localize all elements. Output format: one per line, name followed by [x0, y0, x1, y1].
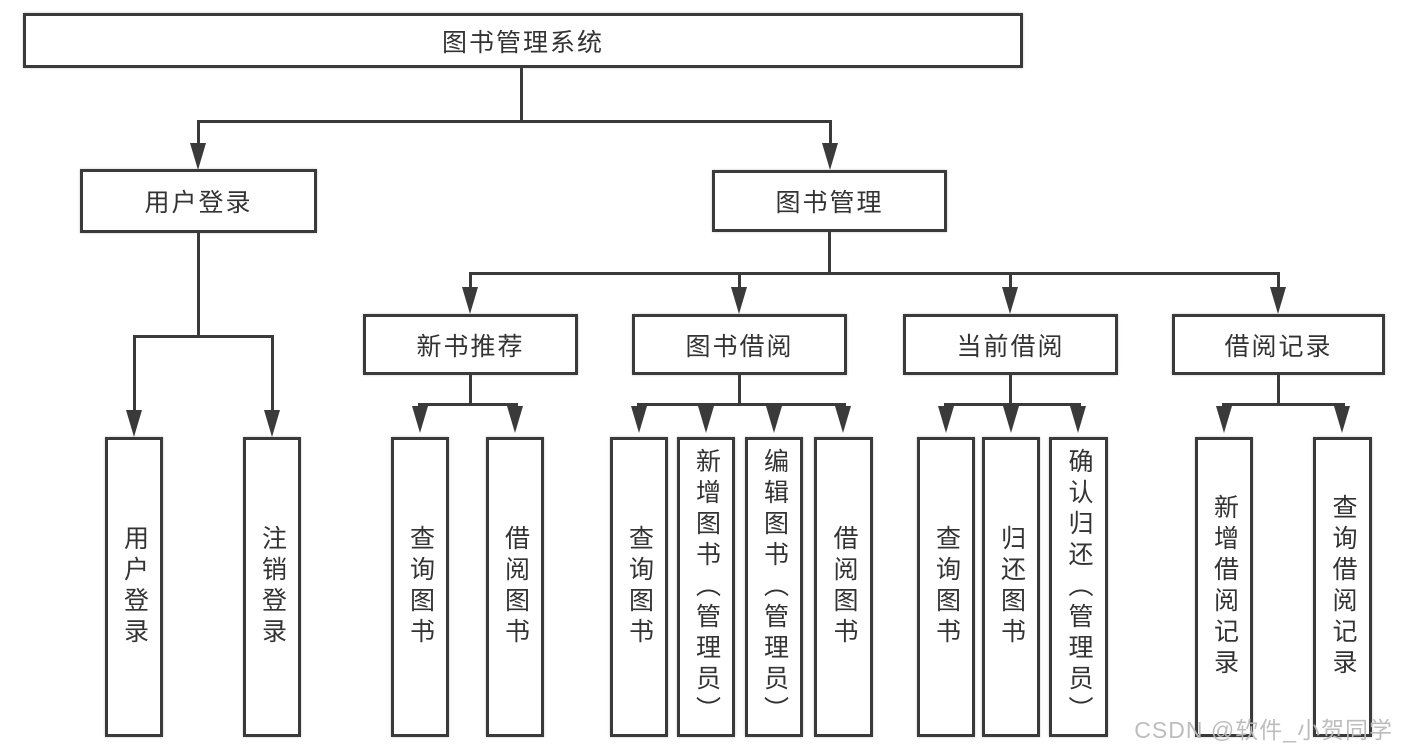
arrowhead-icon [698, 406, 714, 433]
leaf-add-borrow-record: 新增借阅记录 [1195, 437, 1253, 737]
node-label: 新书推荐 [416, 332, 525, 361]
connector-line [469, 272, 472, 290]
arrowhead-icon [766, 406, 782, 433]
node-label: 用户登录 [144, 189, 253, 217]
connector-line [828, 232, 831, 275]
node-label: 图书管理 [775, 189, 884, 217]
connector-line [133, 335, 274, 338]
node-library-management-system: 图书管理系统 [23, 13, 1023, 68]
leaf-label: 用户登录 [120, 525, 149, 649]
leaf-return-books: 归还图书 [982, 437, 1040, 737]
leaf-label: 归还图书 [997, 525, 1026, 649]
arrowhead-icon [507, 406, 523, 433]
node-book-management: 图书管理 [712, 170, 947, 232]
node-book-borrowing: 图书借阅 [632, 314, 847, 375]
connector-line [637, 403, 846, 406]
arrowhead-icon [126, 410, 142, 437]
arrowhead-icon [631, 406, 647, 433]
leaf-label: 借阅图书 [501, 525, 530, 649]
leaf-label: 借阅图书 [830, 525, 858, 649]
arrowhead-icon [1216, 406, 1232, 433]
arrowhead-icon [190, 143, 206, 170]
leaf-label: 查询图书 [406, 525, 435, 649]
connector-line [1277, 375, 1280, 406]
leaf-query-borrow-record: 查询借阅记录 [1313, 437, 1372, 737]
leaf-borrow-books-recommendation: 借阅图书 [486, 437, 544, 737]
arrowhead-icon [938, 406, 954, 433]
arrowhead-icon [731, 287, 747, 314]
leaf-edit-books-admin: 编辑图书（管理员） [745, 437, 803, 737]
arrowhead-icon [1334, 406, 1350, 433]
connector-line [197, 233, 200, 338]
arrowhead-icon [1003, 406, 1019, 433]
connector-line [520, 68, 523, 123]
arrowhead-icon [1270, 287, 1286, 314]
leaf-add-books-admin: 新增图书（管理员） [677, 437, 735, 737]
connector-line [469, 272, 1280, 275]
node-label: 借阅记录 [1224, 332, 1333, 361]
arrowhead-icon [835, 406, 851, 433]
leaf-query-books-current: 查询图书 [917, 437, 975, 737]
leaf-label: 查询借阅记录 [1329, 494, 1357, 680]
leaf-label: 查询图书 [625, 525, 654, 649]
leaf-query-books-recommendation: 查询图书 [391, 437, 449, 737]
arrowhead-icon [264, 410, 280, 437]
connector-line [1277, 272, 1280, 290]
leaf-logout: 注销登录 [243, 437, 301, 737]
node-label: 图书管理系统 [441, 28, 604, 57]
leaf-label: 编辑图书（管理员） [760, 447, 789, 727]
leaf-user-login: 用户登录 [105, 437, 163, 737]
leaf-label: 查询图书 [932, 525, 961, 649]
connector-line [197, 120, 832, 123]
leaf-label: 注销登录 [258, 525, 287, 649]
arrowhead-icon [822, 143, 838, 170]
node-current-borrowing: 当前借阅 [903, 314, 1118, 375]
leaf-label: 确认归还（管理员） [1065, 447, 1093, 727]
csdn-watermark: CSDN @软件_小贺同学 [1134, 717, 1393, 743]
node-new-book-recommendation: 新书推荐 [363, 314, 578, 375]
leaf-label: 新增图书（管理员） [692, 447, 721, 727]
connector-line [1009, 272, 1012, 290]
connector-line [469, 375, 472, 406]
arrowhead-icon [1070, 406, 1086, 433]
node-user-login: 用户登录 [80, 169, 317, 233]
connector-line [197, 120, 200, 148]
leaf-borrow-books-borrowing: 借阅图书 [814, 437, 873, 737]
arrowhead-icon [412, 406, 428, 433]
connector-line [944, 403, 1081, 406]
node-label: 当前借阅 [956, 332, 1065, 361]
arrowhead-icon [462, 287, 478, 314]
connector-line [829, 120, 832, 148]
connector-line [738, 375, 741, 406]
leaf-confirm-return-admin: 确认归还（管理员） [1049, 437, 1108, 737]
connector-line [271, 335, 274, 413]
connector-line [1009, 375, 1012, 406]
connector-line [1222, 403, 1345, 406]
connector-line [133, 335, 136, 413]
leaf-label: 新增借阅记录 [1210, 494, 1239, 680]
node-label: 图书借阅 [685, 332, 794, 361]
node-borrowing-records: 借阅记录 [1172, 314, 1385, 375]
connector-line [738, 272, 741, 290]
connector-line [418, 403, 518, 406]
leaf-query-books-borrowing: 查询图书 [610, 437, 668, 737]
arrowhead-icon [1002, 287, 1018, 314]
